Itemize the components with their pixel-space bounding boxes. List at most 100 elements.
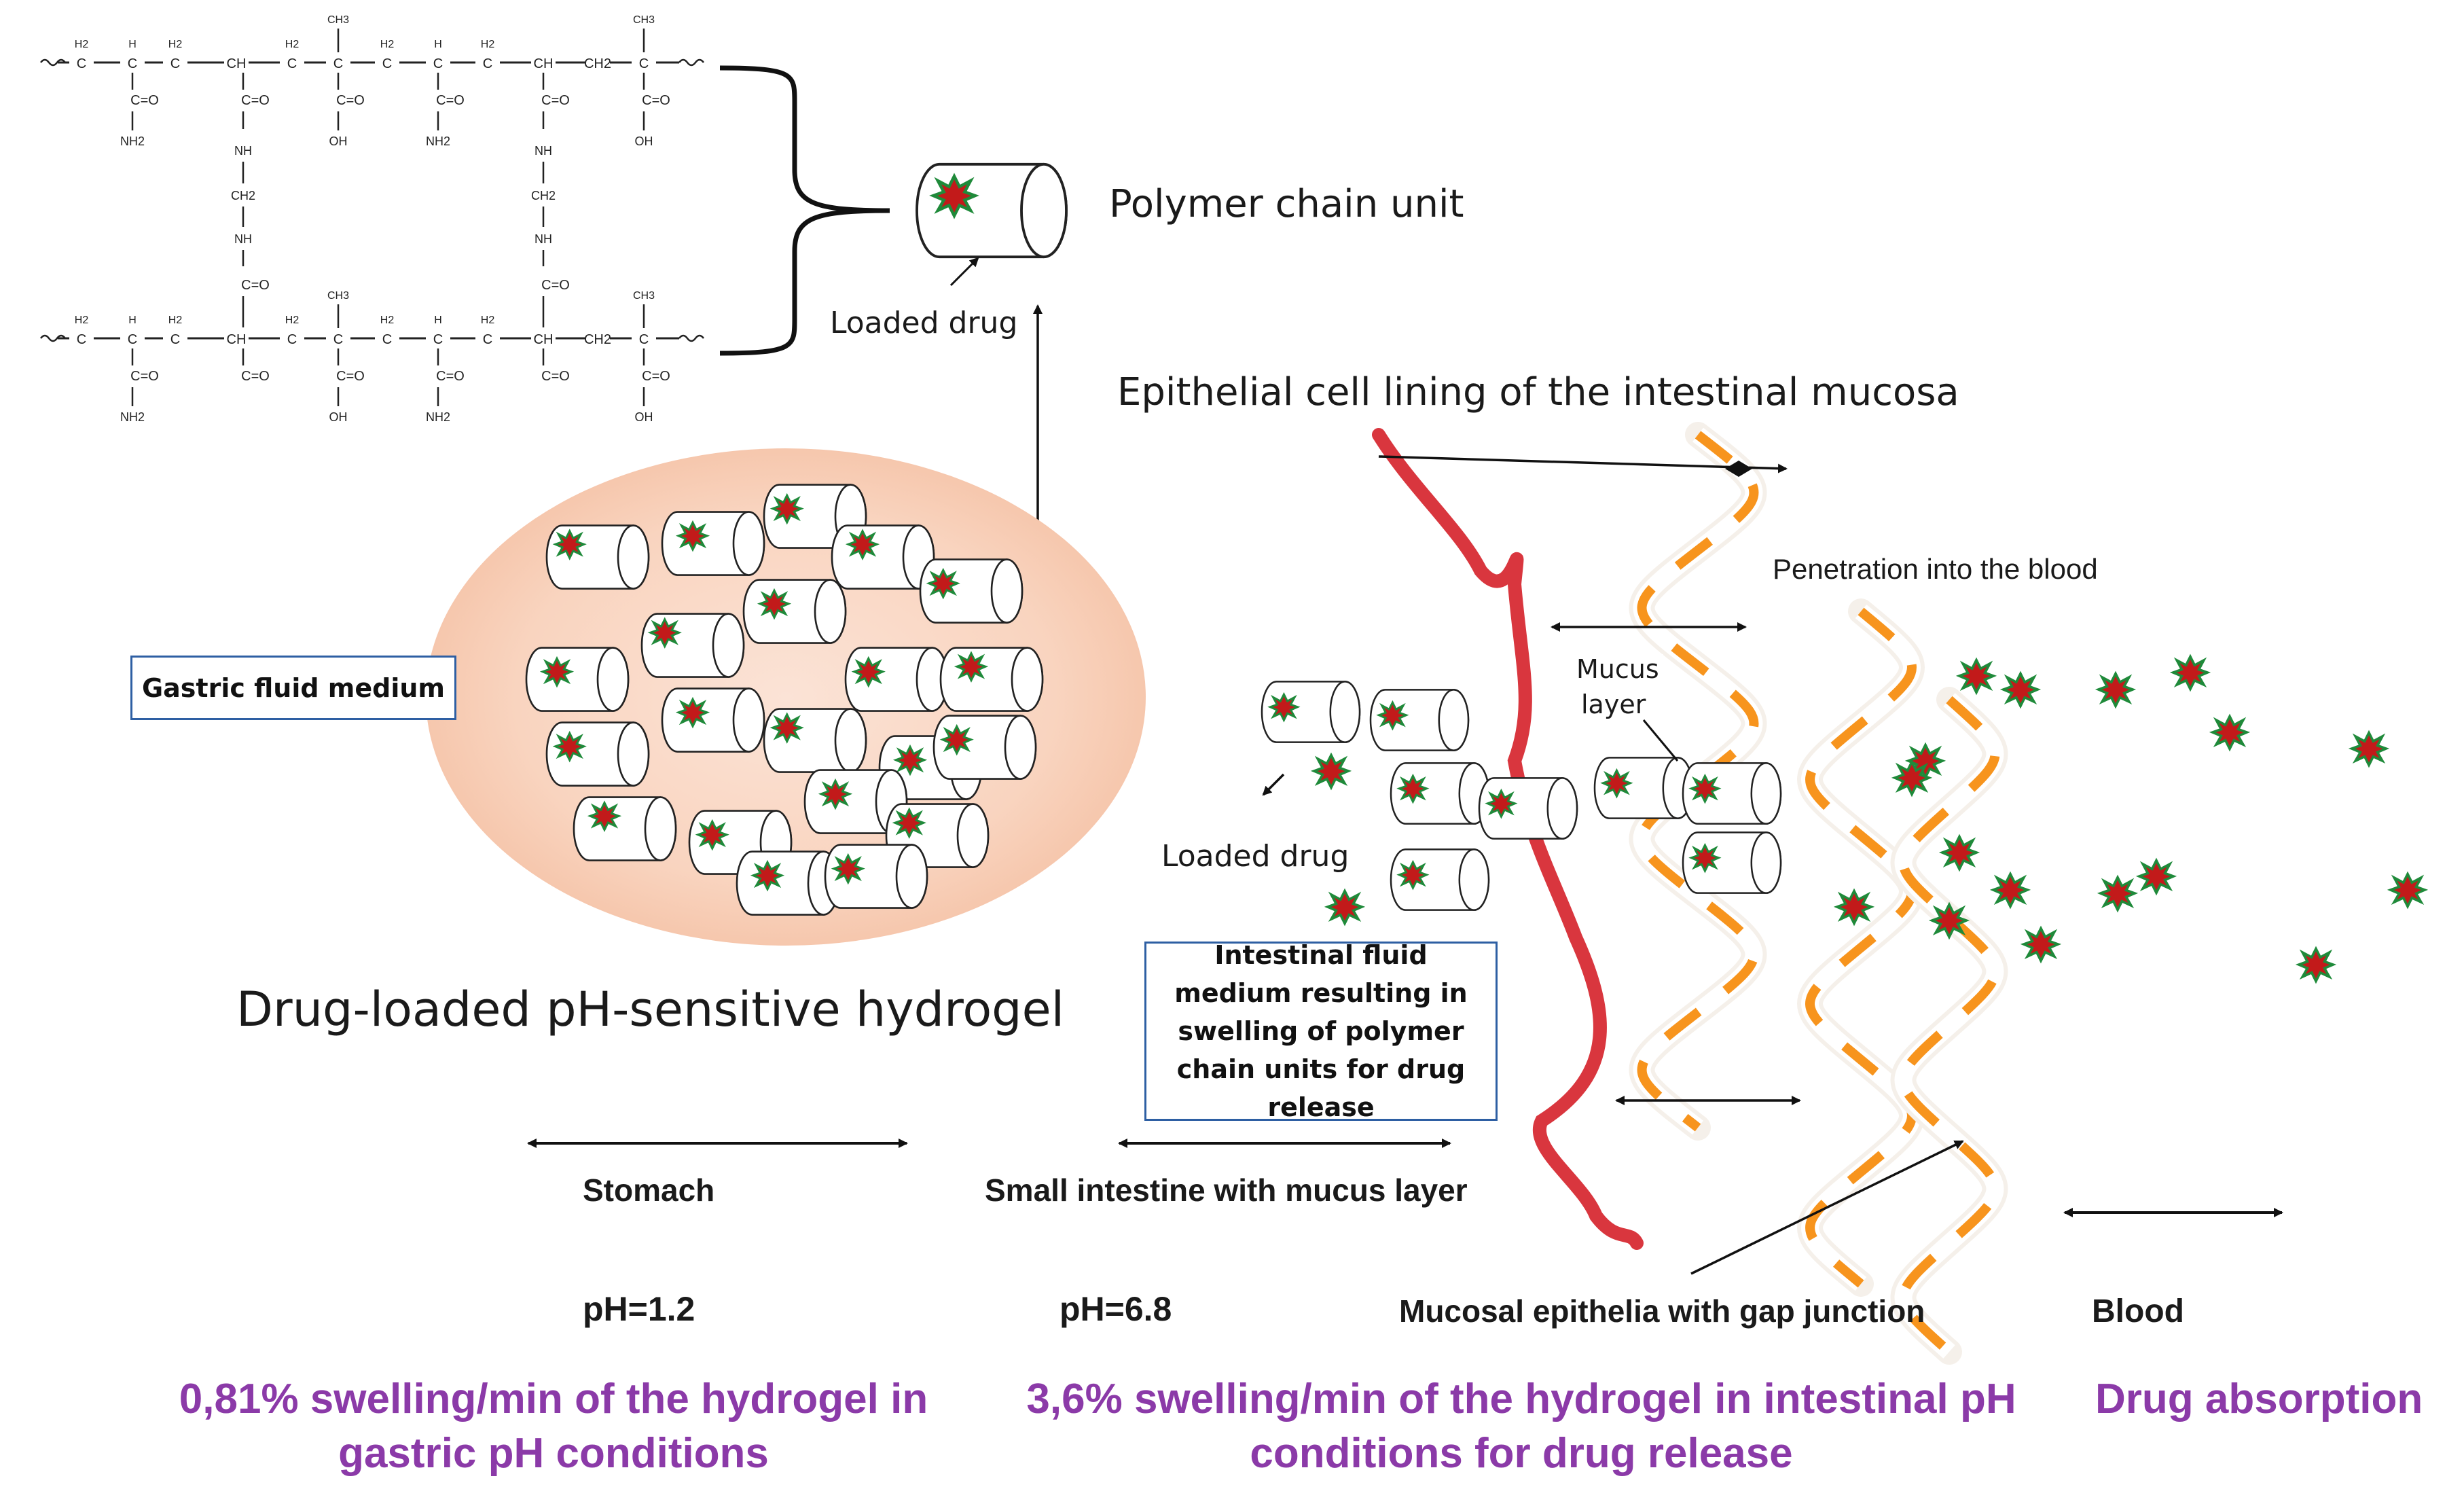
chem-label: C [77,332,86,347]
chem-label: H2 [168,315,183,326]
small-intestine-label: Small intestine with mucus layer [985,1172,1468,1208]
hydrogel-capsule [932,715,1037,780]
hydrogel-capsule [919,558,1023,624]
chem-label: CH3 [327,14,349,26]
chem-label: C [170,332,180,347]
hydrogel-capsule [736,850,840,916]
chem-label: C=O [336,93,365,108]
chem-label: OH [329,410,348,424]
chem-label: H [128,315,137,326]
chem-label: C [333,56,343,71]
drug-particle [1326,889,1363,925]
chem-label: OH [329,135,348,148]
chem-label: C=O [336,369,365,384]
chem-label: C=O [642,93,670,108]
hydrogel-capsule [844,647,949,712]
drug-particle [2172,655,2209,691]
hydrogel-capsule [939,647,1044,712]
chem-label: NH [234,232,252,246]
chem-label: C [287,56,297,71]
bracket [719,65,890,356]
chem-label: OH [635,410,653,424]
ph-intestine-label: pH=6.8 [1059,1290,1172,1328]
chem-label: C=O [541,93,570,108]
chem-label: H2 [380,39,395,50]
drug-particle [2002,672,2039,708]
epithelium-band-1 [1637,431,1759,1132]
polymer-chain-unit-label: Polymer chain unit [1109,182,1464,226]
chem-label: OH [635,135,653,148]
chem-label: C [433,332,443,347]
chem-label: CH3 [633,290,655,302]
penetration-label: Penetration into the blood [1773,553,2098,585]
intestine-capsule [1390,848,1490,911]
epithelium-band-2 [1805,607,1917,1288]
drug-particle [1992,872,2029,908]
chem-label: C=O [241,369,270,384]
drug-particle [1894,760,1930,796]
blood-label: Blood [2092,1293,2184,1329]
chem-label: C=O [241,278,270,293]
loaded-drug-arrow-top [949,257,979,287]
drug-particle [1931,903,1968,939]
hydrogel-capsule [763,708,867,773]
chem-label: C [287,332,297,347]
drug-particle [2023,927,2059,963]
intestine-capsule [1593,757,1694,819]
drug-particle [1958,658,1995,694]
drug-particle [2138,859,2175,895]
chem-label: NH2 [426,410,450,424]
loaded-drug-label-top: Loaded drug [830,306,1018,340]
chem-label: H2 [285,315,300,326]
epithelial-lining-label: Epithelial cell lining of the intestinal… [1117,370,1959,414]
chem-label: H [434,315,442,326]
chem-label: C [639,332,649,347]
chem-label: NH [535,232,552,246]
drug-particle [2211,715,2248,751]
hydrogel-capsule [545,721,650,787]
chem-label: CH2 [531,189,556,202]
gastric-swelling-caption: 0,81% swelling/min of the hydrogel in ga… [179,1376,928,1477]
chem-label: C [77,56,86,71]
chem-label: H2 [380,315,395,326]
chem-label: CH [534,332,554,347]
chem-label: C [128,56,137,71]
stomach-label: Stomach [583,1172,715,1208]
chem-label: C=O [541,278,570,293]
drug-particle [2298,947,2334,983]
mucosal-epithelia-label: Mucosal epithelia with gap junction [1399,1293,1925,1329]
hydrogel-capsule [661,511,765,576]
chem-label: NH2 [120,135,145,148]
intestine-capsule [1369,689,1470,751]
chem-label: NH2 [120,410,145,424]
chem-label: C=O [130,369,159,384]
chem-label: C=O [541,369,570,384]
chem-label: C [128,332,137,347]
polymer-chain-unit-capsule [916,162,1068,259]
mucus-layer-label-2: layer [1577,689,1650,719]
ph-stomach-label: pH=1.2 [583,1290,695,1328]
drug-particle [2351,731,2387,767]
hydrogel-capsule [824,844,928,909]
chem-label: CH2 [584,56,611,71]
hydrogel-capsule [742,579,847,644]
chem-label: C=O [130,93,159,108]
drug-particle [1836,889,1872,925]
chem-label: CH [227,332,247,347]
chem-label: NH2 [426,135,450,148]
drug-particle [2097,672,2134,708]
intestine-capsule [1682,762,1782,825]
drug-particle [1941,835,1978,871]
chem-label: H [128,39,137,50]
intestine-capsule [1682,831,1782,894]
chem-label: CH [534,56,554,71]
intestinal-swelling-caption: 3,6% swelling/min of the hydrogel in int… [1026,1376,2016,1477]
chem-label: H2 [285,39,300,50]
hydrogel-title: Drug-loaded pH-sensitive hydrogel [236,982,1065,1037]
chem-label: H [434,39,442,50]
hydrogel-capsule [831,524,935,590]
hydrogel-capsule [661,687,765,753]
intestinal-fluid-box: Intestinal fluid medium resulting in swe… [1144,940,1498,1122]
drug-particle [2099,876,2136,912]
